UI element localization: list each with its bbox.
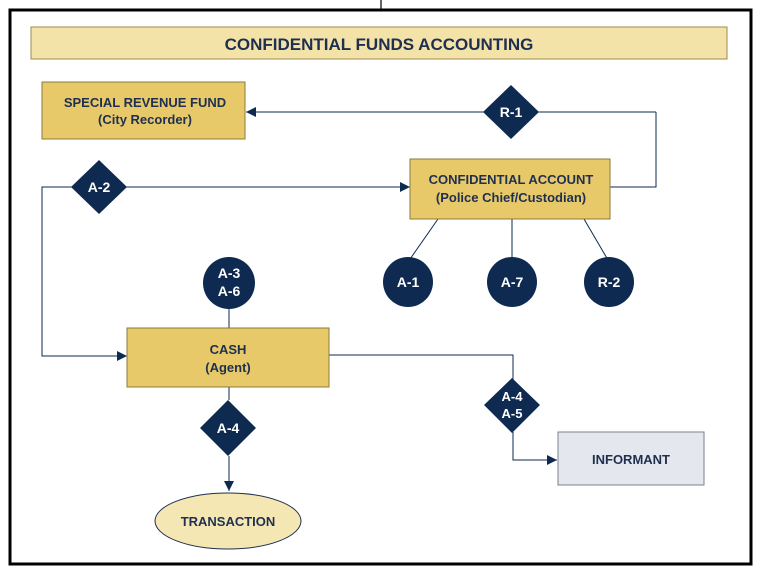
marker-r1-diamond (483, 85, 539, 139)
marker-a7-circle (487, 257, 537, 307)
cash-title: CASH (210, 342, 247, 357)
page-title: CONFIDENTIAL FUNDS ACCOUNTING (225, 35, 534, 54)
r1-return-line (600, 112, 657, 192)
marker-a4-a5-line1: A-4 (502, 389, 524, 404)
line-cash-to-a4-a5 (329, 354, 514, 380)
marker-a4-a5-diamond (484, 378, 540, 433)
branch-line-a1 (407, 218, 439, 263)
marker-r2-circle (584, 257, 634, 307)
confidential-account-subtitle: (Police Chief/Custodian) (436, 190, 586, 205)
marker-a1-label: A-1 (397, 274, 420, 290)
marker-a3-label: A-3 (218, 265, 241, 281)
marker-a7-label: A-7 (501, 274, 524, 290)
cash-box (126, 327, 330, 388)
informant-label: INFORMANT (592, 452, 670, 467)
special-revenue-fund-subtitle: (City Recorder) (98, 112, 192, 127)
marker-a4-diamond (200, 400, 256, 456)
marker-a3-a6-circle (203, 257, 255, 309)
marker-a1-circle (383, 257, 433, 307)
cash-subtitle: (Agent) (205, 360, 251, 375)
marker-a2-diamond (71, 160, 127, 214)
informant-box (557, 431, 705, 486)
transaction-oval (154, 492, 302, 550)
marker-a2-label: A-2 (88, 179, 111, 195)
marker-a4-label: A-4 (217, 420, 240, 436)
transaction-label: TRANSACTION (181, 514, 276, 529)
marker-r2-label: R-2 (598, 274, 621, 290)
title-banner (30, 26, 728, 60)
special-revenue-fund-title: SPECIAL REVENUE FUND (64, 95, 226, 110)
branch-line-r2 (583, 218, 609, 261)
marker-r1-label: R-1 (500, 104, 523, 120)
arrow-a4-a5-to-informant (512, 432, 557, 465)
confidential-account-title: CONFIDENTIAL ACCOUNT (429, 172, 594, 187)
confidential-account-box (409, 158, 611, 220)
marker-a6-label: A-6 (218, 283, 241, 299)
special-revenue-fund-box (41, 81, 246, 140)
marker-a4-a5-line2: A-5 (502, 406, 523, 421)
